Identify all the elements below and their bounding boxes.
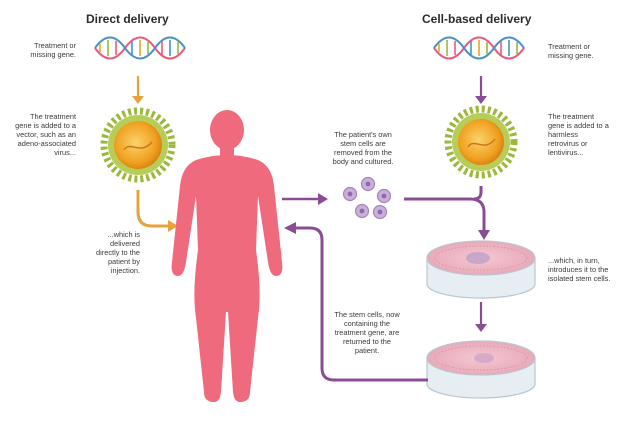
label-left-delivery: ...which is delivered directly to the pa… [96, 230, 140, 275]
right-virus-icon [444, 105, 518, 179]
label-stem-cells-removed: The patient's own stem cells are removed… [332, 130, 394, 166]
label-right-intro: ...which, in turn, introduces it to the … [548, 256, 611, 283]
label-right-gene: Treatment or missing gene. [548, 42, 594, 60]
right-dna-icon [433, 36, 525, 60]
culture-dish-top [426, 240, 536, 299]
human-body-figure [171, 110, 283, 402]
title-direct-delivery: Direct delivery [86, 12, 169, 26]
culture-dish-bottom [426, 340, 536, 399]
title-cell-based-delivery: Cell-based delivery [422, 12, 532, 26]
left-dna-icon [94, 36, 186, 60]
label-right-vector: The treatment gene is added to a harmles… [548, 112, 609, 157]
label-left-vector: The treatment gene is added to a vector,… [15, 112, 76, 157]
arrow-dish-to-body [284, 222, 428, 382]
right-arrow-vector-to-dish [473, 186, 483, 201]
left-virus-icon [100, 107, 176, 183]
label-left-gene: Treatment or missing gene. [30, 41, 76, 59]
stem-cells-icon [342, 176, 392, 220]
arrow-stemcells-to-dish [404, 197, 490, 240]
arrow-body-to-stemcells [282, 193, 328, 205]
left-arrow-to-body [136, 190, 178, 232]
left-arrow-down-1 [132, 76, 144, 104]
label-stem-cells-returned: The stem cells, now containing the treat… [334, 310, 400, 355]
right-arrow-down-1 [475, 76, 487, 104]
arrow-dish-to-dish [475, 302, 487, 332]
